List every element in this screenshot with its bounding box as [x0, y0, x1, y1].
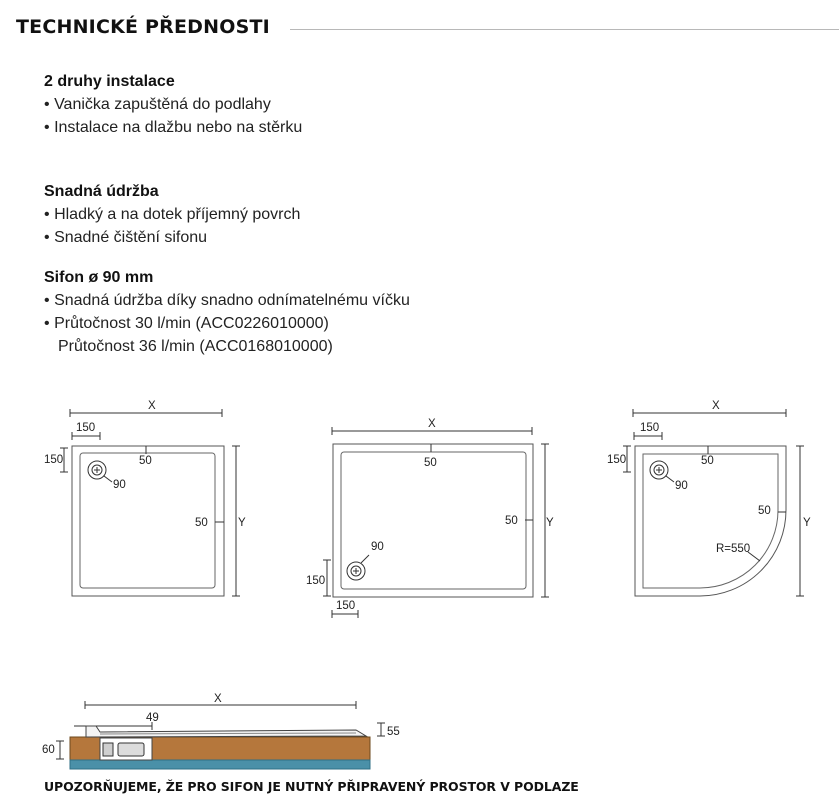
label-floor: 60: [42, 744, 55, 756]
label-radius: R=550: [716, 543, 750, 555]
label-offset-top: 150: [44, 454, 63, 466]
bullet: •: [44, 96, 50, 113]
label-drain: 90: [113, 479, 126, 491]
label-x: X: [148, 400, 156, 412]
label-drain: 90: [675, 480, 688, 492]
label-rim: 55: [387, 726, 400, 738]
label-x: X: [712, 400, 720, 412]
list-item-text: Hladký a na dotek příjemný povrch: [54, 206, 301, 223]
label-offset-left: 150: [336, 600, 355, 612]
bullet: •: [44, 229, 50, 246]
list-item: • Instalace na dlažbu nebo na stěrku: [44, 116, 302, 139]
bullet: •: [44, 206, 50, 223]
label-y: Y: [238, 517, 246, 529]
list-item: • Průtočnost 30 l/min (ACC0226010000): [44, 312, 410, 335]
list-item: • Hladký a na dotek příjemný povrch: [44, 203, 300, 226]
drain-inner: [350, 565, 362, 577]
siphon-heading: Sifon ø 90 mm: [44, 269, 154, 286]
label-y: Y: [546, 517, 554, 529]
tray-outer-edge: [634, 445, 787, 597]
label-rim-top: 50: [424, 457, 437, 469]
drain-inner: [91, 464, 103, 476]
label-offset-bottom: 150: [306, 575, 325, 587]
label-rim-right: 50: [758, 505, 771, 517]
installation-heading: 2 druhy instalace: [44, 73, 175, 90]
list-item-text: Instalace na dlažbu nebo na stěrku: [54, 119, 303, 136]
quadrant-tray-drawing: [623, 409, 804, 597]
header-divider: [290, 29, 839, 30]
label-y: Y: [803, 517, 811, 529]
label-drain: 90: [371, 541, 384, 553]
label-offset-left: 150: [640, 422, 659, 434]
installation-section: 2 druhy instalace • Vanička zapuštěná do…: [44, 70, 302, 139]
drain-outer: [87, 460, 107, 480]
label-rim-top: 50: [701, 455, 714, 467]
list-item: • Snadné čištění sifonu: [44, 226, 300, 249]
siphon-space-notice: UPOZORŇUJEME, ŽE PRO SIFON JE NUTNÝ PŘIP…: [44, 779, 579, 794]
section-header: TECHNICKÉ PŘEDNOSTI: [16, 12, 839, 46]
label-rim-top: 50: [139, 455, 152, 467]
tray-outer-edge: [71, 445, 225, 597]
list-item-text: Snadné čištění sifonu: [54, 229, 208, 246]
list-item-continuation: Průtočnost 36 l/min (ACC0168010000): [58, 338, 333, 355]
maintenance-heading: Snadná údržba: [44, 183, 159, 200]
siphon-outlet: [102, 742, 114, 757]
bullet: •: [44, 292, 50, 309]
tray-inner-edge: [79, 452, 216, 589]
bullet: •: [44, 119, 50, 136]
floor-insulation: [69, 759, 371, 770]
label-x: X: [428, 418, 436, 430]
label-offset-top: 150: [607, 454, 626, 466]
label-x: X: [214, 693, 222, 705]
tray-inner-edge: [642, 453, 779, 589]
siphon-body: [117, 742, 145, 757]
maintenance-section: Snadná údržba • Hladký a na dotek příjem…: [44, 180, 300, 249]
square-tray-drawing: [60, 409, 240, 597]
rectangle-tray-drawing: [323, 427, 549, 618]
drain-outer: [346, 561, 366, 581]
label-offset-left: 150: [76, 422, 95, 434]
list-item-text: Snadná údržba díky snadno odnímatelnému …: [54, 292, 410, 309]
label-rim-right: 50: [195, 517, 208, 529]
list-item: • Snadná údržba díky snadno odnímatelném…: [44, 289, 410, 312]
page-title: TECHNICKÉ PŘEDNOSTI: [16, 16, 270, 38]
list-item: • Vanička zapuštěná do podlahy: [44, 93, 302, 116]
tray-inner-edge: [340, 451, 527, 590]
label-rim-right: 50: [505, 515, 518, 527]
tray-profile: [85, 725, 368, 738]
drain-inner: [653, 464, 665, 476]
bullet: •: [44, 315, 50, 332]
siphon-section: Sifon ø 90 mm • Snadná údržba díky snadn…: [44, 266, 410, 358]
list-item-text: Průtočnost 30 l/min (ACC0226010000): [54, 315, 329, 332]
list-item-text: Vanička zapuštěná do podlahy: [54, 96, 271, 113]
label-depth: 49: [146, 712, 159, 724]
cross-section-drawing: [56, 701, 385, 770]
drain-outer: [649, 460, 669, 480]
